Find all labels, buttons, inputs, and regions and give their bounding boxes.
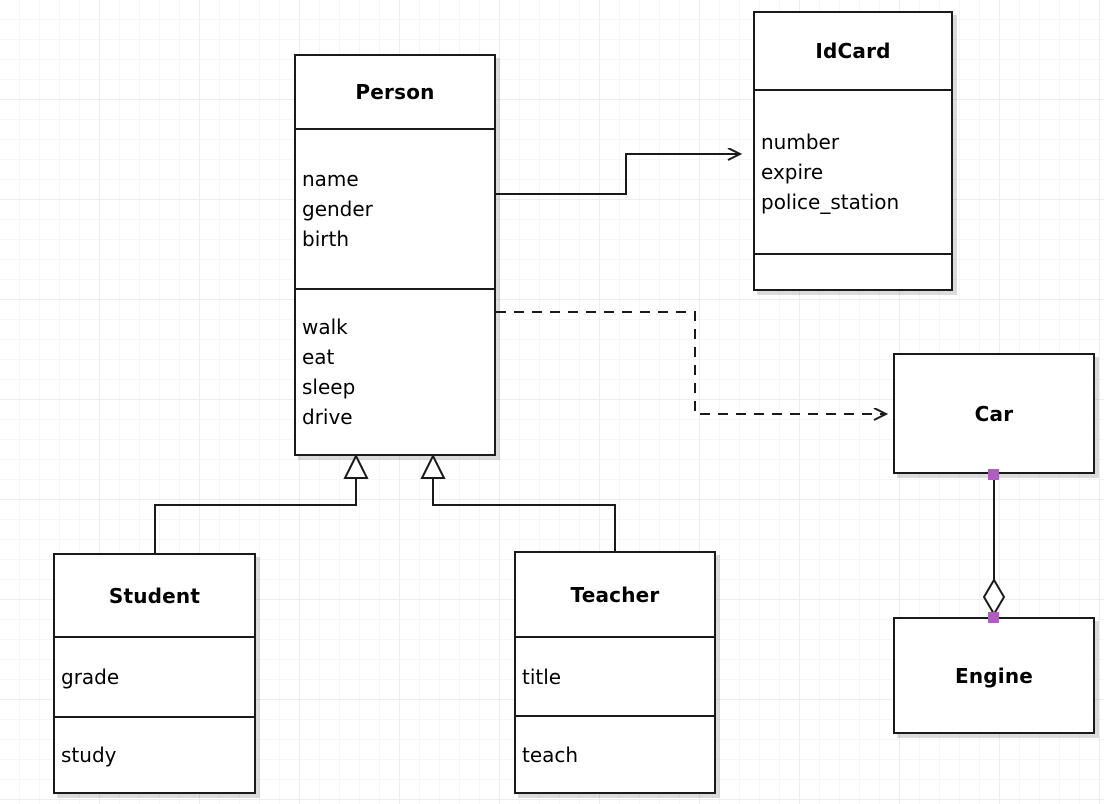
- class-box-car[interactable]: Car: [893, 353, 1095, 474]
- class-name-student: Student: [108, 583, 201, 608]
- connection-handle-engine-top[interactable]: [988, 612, 999, 623]
- methods-compartment-student: study: [55, 716, 254, 792]
- attribute-item: number: [761, 130, 840, 154]
- attribute-item: gender: [302, 197, 373, 221]
- method-item: drive: [302, 405, 353, 429]
- attributes-compartment-person: name gender birth: [296, 128, 494, 288]
- attribute-item: grade: [61, 665, 120, 689]
- attributes-compartment-teacher: title: [516, 636, 714, 715]
- class-name-compartment-idcard: IdCard: [755, 13, 951, 89]
- relationship-teacher-person[interactable]: [420, 453, 616, 551]
- method-item: eat: [302, 345, 335, 369]
- class-name-compartment-car: Car: [895, 355, 1093, 472]
- class-box-student[interactable]: Student grade study: [53, 553, 256, 794]
- attribute-item: birth: [302, 227, 349, 251]
- method-item: teach: [522, 742, 579, 767]
- attribute-item: police_station: [761, 190, 900, 214]
- attribute-item: name: [302, 167, 359, 191]
- method-item: study: [61, 743, 117, 767]
- methods-compartment-idcard: [755, 253, 951, 289]
- relationship-person-idcard[interactable]: [496, 154, 740, 195]
- methods-compartment-teacher: teach: [516, 715, 714, 792]
- class-box-idcard[interactable]: IdCard number expire police_station: [753, 11, 953, 291]
- class-name-person: Person: [355, 80, 435, 104]
- class-name-compartment-teacher: Teacher: [516, 553, 714, 636]
- class-name-teacher: Teacher: [570, 582, 660, 607]
- class-name-car: Car: [974, 401, 1014, 426]
- methods-compartment-person: walk eat sleep drive: [296, 288, 494, 454]
- relationship-student-person[interactable]: [154, 453, 369, 553]
- attribute-item: expire: [761, 160, 824, 184]
- method-item: walk: [302, 315, 348, 339]
- attributes-compartment-student: grade: [55, 636, 254, 716]
- relationship-car-engine[interactable]: [982, 474, 1006, 619]
- class-box-engine[interactable]: Engine: [893, 617, 1095, 734]
- class-box-teacher[interactable]: Teacher title teach: [514, 551, 716, 794]
- relationship-person-car[interactable]: [496, 311, 886, 414]
- class-name-compartment-student: Student: [55, 555, 254, 636]
- class-name-compartment-engine: Engine: [895, 619, 1093, 732]
- attributes-compartment-idcard: number expire police_station: [755, 89, 951, 253]
- class-name-idcard: IdCard: [815, 39, 891, 63]
- attribute-item: title: [522, 664, 562, 689]
- class-box-person[interactable]: Person name gender birth walk eat sleep …: [294, 54, 496, 456]
- connection-handle-car-bottom[interactable]: [988, 469, 999, 480]
- class-name-compartment-person: Person: [296, 56, 494, 128]
- method-item: sleep: [302, 375, 356, 399]
- class-name-engine: Engine: [954, 663, 1034, 688]
